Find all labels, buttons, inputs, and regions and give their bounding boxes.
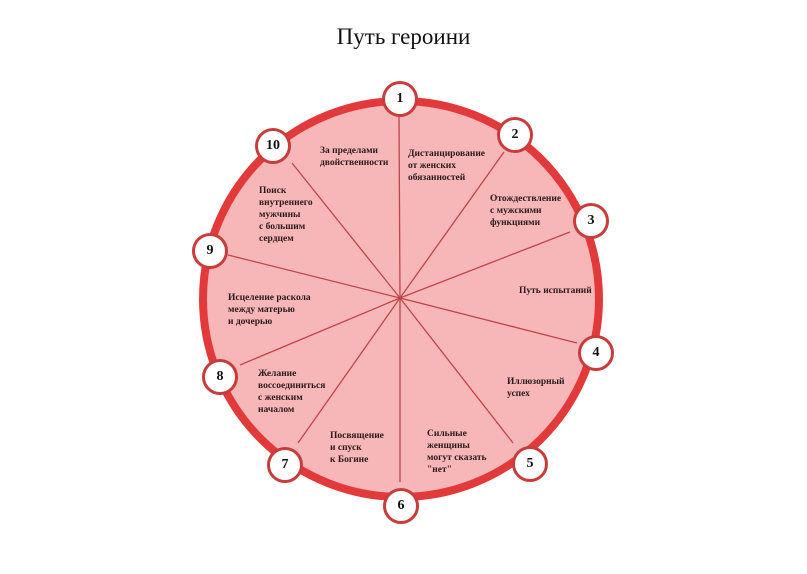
stage-node-4: 4	[578, 335, 614, 371]
spoke-10	[291, 162, 401, 299]
stage-node-9: 9	[192, 233, 228, 269]
stage-label-4: Иллюзорный успех	[507, 377, 565, 399]
stage-label-2: Отождествление с мужскими функциями	[490, 194, 562, 228]
stage-label-3: Путь испытаний	[519, 286, 592, 296]
stage-label-5: Сильные женщины могут сказать "нет"	[427, 429, 487, 475]
spoke-1	[398, 114, 401, 299]
diagram-title: Путь героини	[336, 24, 471, 49]
spoke-5	[399, 297, 514, 444]
spoke-3	[399, 231, 571, 299]
stage-node-5: 5	[512, 446, 548, 482]
spoke-8	[239, 297, 401, 366]
stage-label-6: Посвящение и спуск к Богине	[330, 431, 384, 465]
stage-node-1: 1	[382, 81, 418, 117]
stage-label-9: Поиск внутреннего мужчины с большим серд…	[259, 186, 313, 244]
stage-node-2: 2	[497, 117, 533, 153]
spoke-9	[227, 254, 401, 299]
stage-label-1: Дистанцирование от женских обязанностей	[408, 149, 486, 183]
stage-label-8: Исцеление раскола между матерью и дочерь…	[228, 293, 311, 327]
stage-node-6: 6	[383, 488, 419, 524]
stage-label-7: Желание воссоединиться с женским началом	[258, 369, 326, 415]
spoke-4	[399, 297, 578, 344]
spoke-7	[297, 297, 401, 444]
stage-node-10: 10	[255, 128, 291, 164]
stage-node-8: 8	[202, 359, 238, 395]
stage-node-7: 7	[267, 447, 303, 483]
spoke-2	[399, 151, 505, 299]
stage-label-10: За пределами двойственности	[320, 146, 389, 168]
stage-node-3: 3	[573, 203, 609, 239]
